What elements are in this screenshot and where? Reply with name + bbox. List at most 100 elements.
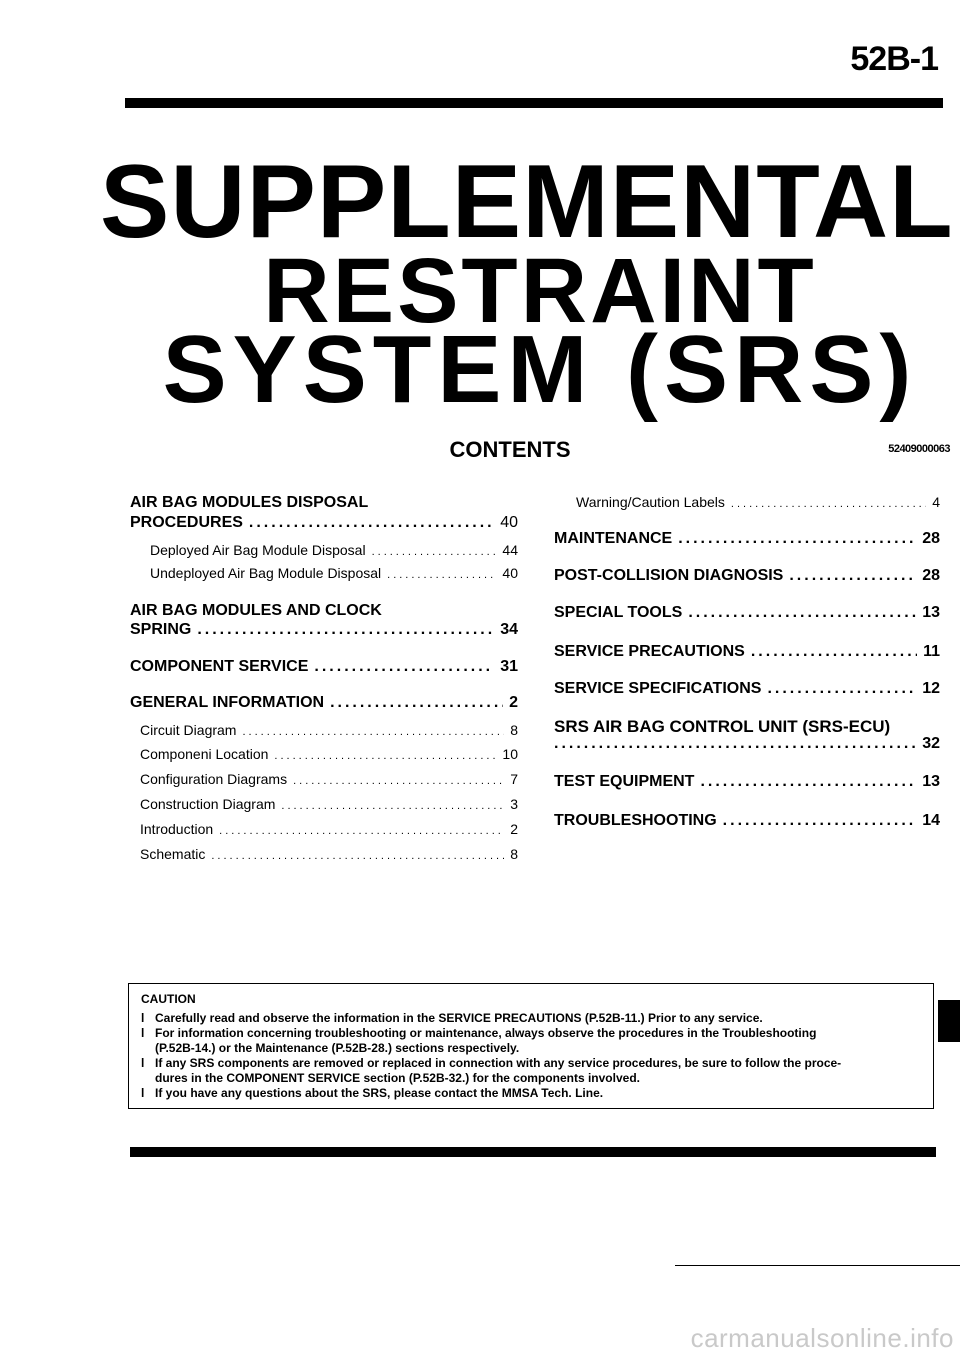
toc-page: 8	[510, 722, 518, 738]
toc-page: 28	[922, 530, 940, 547]
toc-clock-spring[interactable]: SPRING .................................…	[130, 621, 518, 639]
caution-text: If you have any questions about the SRS,…	[155, 1086, 604, 1100]
toc-page: 2	[509, 694, 518, 711]
toc-air-bag-disposal[interactable]: PROCEDURES .............................…	[130, 514, 518, 532]
caution-item-2: l For information concerning troubleshoo…	[141, 1026, 923, 1041]
toc-componeni-location[interactable]: Componeni Location .....................…	[130, 746, 518, 762]
toc-service-specifications[interactable]: SERVICE SPECIFICATIONS .................…	[554, 680, 940, 698]
caution-item-4: l If you have any questions about the SR…	[141, 1086, 923, 1101]
leader-dots: ........................................…	[678, 530, 917, 547]
toc-warning-labels[interactable]: Warning/Caution Labels .................…	[554, 494, 940, 510]
leader-dots: ........................................…	[248, 514, 495, 531]
toc-label: SERVICE SPECIFICATIONS	[554, 680, 762, 697]
bullet-icon: l	[141, 1011, 145, 1025]
top-rule	[125, 98, 943, 108]
toc-configuration-diagrams[interactable]: Configuration Diagrams .................…	[130, 771, 518, 787]
toc-label: SPECIAL TOOLS	[554, 604, 683, 621]
leader-dots: ........................................…	[554, 735, 916, 752]
toc-label: Construction Diagram	[140, 796, 276, 812]
toc-page: 44	[502, 542, 518, 558]
contents-heading: CONTENTS	[449, 437, 571, 462]
caution-box: CAUTION l Carefully read and observe the…	[128, 983, 934, 1109]
title-line-3: SYSTEM (SRS)	[162, 316, 918, 423]
footer-rule	[675, 1265, 960, 1266]
caution-text: dures in the COMPONENT SERVICE section (…	[155, 1071, 640, 1085]
bullet-icon: l	[141, 1056, 145, 1070]
leader-dots: ........................................…	[274, 750, 497, 762]
leader-dots: ........................................…	[700, 773, 917, 790]
bullet-icon: l	[141, 1026, 145, 1040]
leader-dots: ........................................…	[281, 800, 505, 812]
toc-label: Undeployed Air Bag Module Disposal	[150, 565, 382, 581]
toc-troubleshooting[interactable]: TROUBLESHOOTING ........................…	[554, 812, 940, 830]
toc-srs-ecu[interactable]: ........................................…	[554, 735, 940, 753]
toc-label: SERVICE PRECAUTIONS	[554, 643, 745, 660]
toc-label: SPRING	[130, 621, 192, 638]
caution-text: Carefully read and observe the informati…	[155, 1011, 763, 1025]
page-number: 52B-1	[850, 40, 939, 78]
watermark: carmanualsonline.info	[690, 1323, 954, 1353]
toc-page: 3	[510, 796, 518, 812]
toc-page: 13	[922, 773, 940, 790]
caution-text: If any SRS components are removed or rep…	[155, 1056, 842, 1070]
title-line-1: SUPPLEMENTAL,	[100, 144, 960, 260]
toc-label: Introduction	[140, 821, 214, 837]
toc-general-information[interactable]: GENERAL INFORMATION ....................…	[130, 694, 518, 712]
leader-dots: ........................................…	[197, 621, 494, 638]
toc-page: 12	[922, 680, 940, 697]
toc-srs-ecu-title: SRS AIR BAG CONTROL UNIT (SRS-ECU)	[554, 717, 891, 736]
toc-undeployed[interactable]: Undeployed Air Bag Module Disposal .....…	[130, 565, 518, 581]
toc-clock-spring-line1: AIR BAG MODULES AND CLOCK	[130, 602, 382, 619]
caution-text: (P.52B-14.) or the Maintenance (P.52B-28…	[155, 1041, 520, 1055]
toc-service-precautions[interactable]: SERVICE PRECAUTIONS ....................…	[554, 643, 940, 661]
caution-text: For information concerning troubleshooti…	[155, 1026, 817, 1040]
toc-page: 10	[502, 746, 518, 762]
toc-deployed[interactable]: Deployed Air Bag Module Disposal .......…	[130, 542, 518, 558]
caution-item-3-continued: dures in the COMPONENT SERVICE section (…	[141, 1071, 923, 1086]
toc-page: 14	[922, 812, 940, 829]
leader-dots: ........................................…	[314, 658, 494, 675]
toc-page: 2	[510, 821, 518, 837]
toc-page: 32	[922, 735, 940, 752]
toc-construction-diagram[interactable]: Construction Diagram ...................…	[130, 796, 518, 812]
toc-label: Configuration Diagrams	[140, 771, 288, 787]
toc-special-tools[interactable]: SPECIAL TOOLS ..........................…	[554, 604, 940, 622]
leader-dots: ........................................…	[330, 694, 504, 711]
toc-page: 7	[510, 771, 518, 787]
toc-introduction[interactable]: Introduction ...........................…	[130, 821, 518, 837]
leader-dots: ........................................…	[730, 498, 927, 510]
leader-dots: ........................................…	[688, 604, 917, 621]
bullet-icon: l	[141, 1086, 145, 1100]
toc-schematic[interactable]: Schematic ..............................…	[130, 846, 518, 862]
caution-item-3: l If any SRS components are removed or r…	[141, 1056, 923, 1071]
leader-dots: ........................................…	[371, 546, 497, 558]
title-line-2: RESTRAINT	[263, 240, 817, 342]
toc-label: Componeni Location	[140, 746, 269, 762]
toc-page: 8	[510, 846, 518, 862]
toc-label: PROCEDURES	[130, 514, 243, 531]
section-side-tab	[938, 1000, 960, 1042]
toc-label: COMPONENT SERVICE	[130, 658, 309, 675]
toc-label: MAINTENANCE	[554, 530, 673, 547]
leader-dots: ........................................…	[789, 567, 916, 584]
toc-page: 40	[500, 514, 518, 531]
toc-label: Deployed Air Bag Module Disposal	[150, 542, 366, 558]
toc-label: Warning/Caution Labels	[576, 494, 725, 510]
toc-page: 28	[922, 567, 940, 584]
toc-circuit-diagram[interactable]: Circuit Diagram ........................…	[130, 722, 518, 738]
toc-test-equipment[interactable]: TEST EQUIPMENT .........................…	[554, 773, 940, 791]
toc-page: 31	[500, 658, 518, 675]
toc-air-bag-disposal-line1: AIR BAG MODULES DISPOSAL	[130, 494, 369, 511]
toc-post-collision[interactable]: POST-COLLISION DIAGNOSIS ...............…	[554, 567, 940, 585]
document-code: 52409000063	[888, 443, 950, 455]
toc-maintenance[interactable]: MAINTENANCE ............................…	[554, 530, 940, 548]
toc-label: TROUBLESHOOTING	[554, 812, 717, 829]
leader-dots: ........................................…	[722, 812, 917, 829]
leader-dots: ........................................…	[242, 726, 504, 738]
toc-page: 4	[932, 494, 940, 510]
leader-dots: ........................................…	[767, 680, 917, 697]
toc-component-service[interactable]: COMPONENT SERVICE ......................…	[130, 658, 518, 676]
caution-item-1: l Carefully read and observe the informa…	[141, 1011, 923, 1026]
bottom-rule	[130, 1147, 936, 1157]
toc-page: 34	[500, 621, 518, 638]
